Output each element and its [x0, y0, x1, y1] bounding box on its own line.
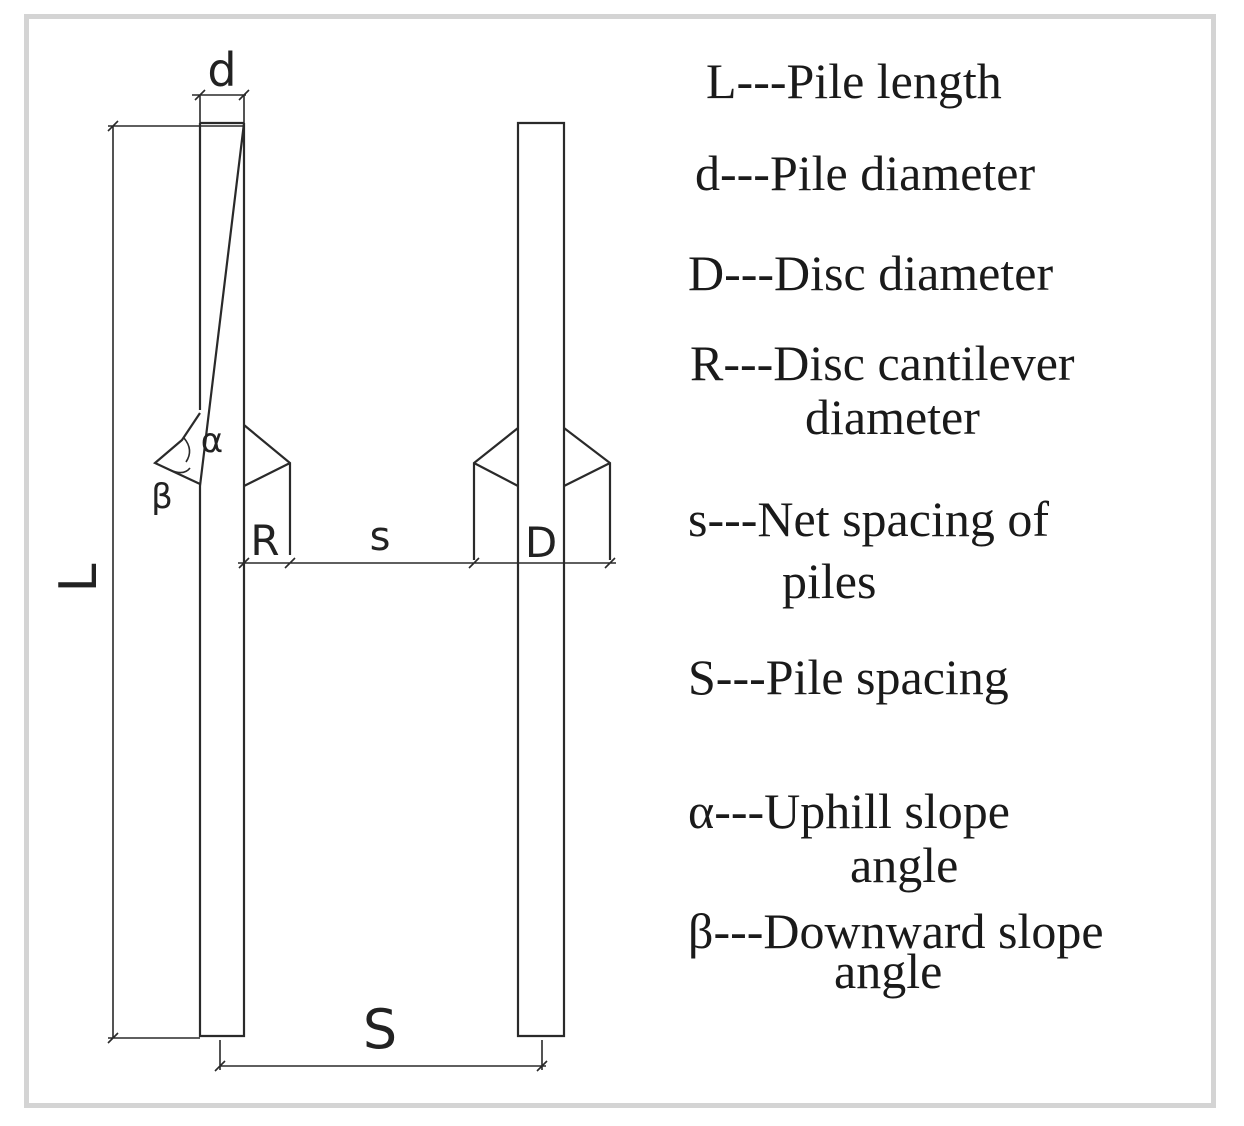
- legend-net-spacing: s---Net spacing of piles: [688, 492, 1049, 608]
- pile-diameter-dimension: [192, 89, 250, 123]
- left-disc-right: [243, 424, 292, 555]
- legend-line: s---Net spacing of: [688, 491, 1049, 547]
- label-L: L: [49, 563, 109, 592]
- legend-uphill-angle: α---Uphill slope angle: [688, 784, 1010, 892]
- right-disc: [472, 427, 612, 560]
- label-alpha: α: [201, 421, 223, 461]
- legend-pile-diameter: d---Pile diameter: [695, 146, 1035, 200]
- legend-line: α---Uphill slope: [688, 783, 1010, 839]
- beta-angle-arc: [169, 467, 191, 474]
- left-pile: [152, 121, 292, 1038]
- legend-disc-cantilever: R---Disc cantilever diameter: [690, 336, 1075, 444]
- pile-length-dimension: [107, 120, 244, 1044]
- left-pile-outline: [198, 122, 246, 1038]
- label-d: d: [207, 43, 236, 97]
- legend-line: d---Pile diameter: [695, 145, 1036, 201]
- label-D: D: [525, 518, 557, 567]
- label-S: S: [363, 998, 397, 1061]
- net-spacing-dimension: [238, 538, 616, 569]
- legend-line-continued: diameter: [805, 389, 980, 445]
- legend-line-continued: piles: [782, 553, 877, 609]
- legend-pile-length: L---Pile length: [706, 54, 1002, 108]
- legend-line: S---Pile spacing: [688, 649, 1009, 705]
- legend-line-continued: angle: [834, 943, 943, 999]
- pile-spacing-dimension: [214, 1040, 548, 1072]
- left-disc-left: [152, 412, 201, 485]
- legend-downward-angle: β---Downward slope angle: [688, 904, 1104, 998]
- figure-frame: [24, 14, 1216, 1108]
- dimension-lines: [107, 89, 616, 1072]
- legend-line: β---Downward slope: [688, 903, 1104, 959]
- legend-line: R---Disc cantilever: [690, 335, 1075, 391]
- legend-line-continued: angle: [850, 837, 959, 893]
- label-beta: β: [151, 477, 173, 517]
- legend-pile-spacing: S---Pile spacing: [688, 650, 1009, 704]
- alpha-angle-arc: [183, 437, 191, 463]
- legend-line: D---Disc diameter: [688, 245, 1054, 301]
- right-pile-outline: [516, 121, 566, 1038]
- legend-disc-diameter: D---Disc diameter: [688, 246, 1053, 300]
- right-pile: [472, 121, 612, 1038]
- label-s: s: [370, 514, 391, 560]
- legend-line: L---Pile length: [706, 53, 1002, 109]
- label-R: R: [250, 516, 279, 565]
